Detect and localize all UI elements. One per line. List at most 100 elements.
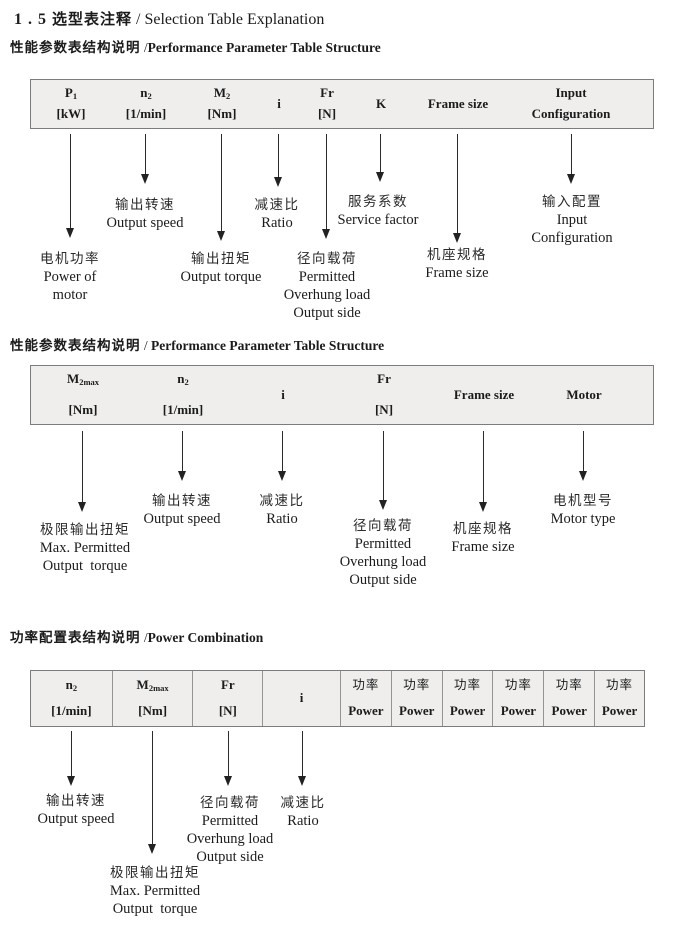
col-unit: [Nm]: [68, 402, 98, 417]
table3-col-power-6: 功率 Power: [595, 671, 644, 726]
callout-ratio: 减速比 Ratio: [255, 196, 300, 232]
arrow-down-input-configuration: [567, 134, 575, 184]
power-zh: 功率: [454, 677, 482, 692]
callout-line: Output torque: [42, 558, 128, 574]
table3-col-power-1: 功率 Power: [341, 671, 392, 726]
callout-line: 电机功率: [40, 251, 100, 267]
callout-line: Permitted: [354, 536, 412, 552]
col-symbol: M2: [213, 85, 231, 102]
col-unit: [1/min]: [51, 703, 92, 718]
callout-line: Output side: [196, 849, 264, 865]
callout-line: Configuration: [531, 230, 613, 246]
table2-col-i: i: [281, 366, 285, 424]
power-zh: 功率: [606, 677, 634, 692]
callout-line: 输出扭矩: [190, 251, 251, 267]
table2-col-n2: n2 [1/min]: [163, 366, 203, 424]
callout-line: 服务系数: [347, 194, 408, 210]
table1-header-row: P1 [kW] n2 [1/min] M2 [Nm] i Fr [N] K Fr…: [30, 79, 654, 129]
power-en: Power: [601, 703, 638, 718]
callout-line: Motor type: [550, 511, 616, 527]
callout-frame-size: 机座规格 Frame size: [425, 246, 488, 282]
power-zh: 功率: [352, 677, 380, 692]
callout-line: 输出转速: [45, 793, 106, 809]
col-symbol: M2max: [136, 677, 169, 694]
callout-line: Permitted: [298, 269, 356, 285]
section1-heading-sep: /: [140, 40, 148, 55]
table3-col-power-5: 功率 Power: [544, 671, 596, 726]
callout-line: Max. Permitted: [109, 883, 201, 899]
callout-line: Frame size: [451, 539, 515, 555]
table3-col-n2: n2 [1/min]: [31, 671, 113, 726]
arrow-down-frame-size: [453, 134, 461, 243]
section3-heading-sep: /: [140, 630, 148, 645]
col-symbol: P1: [64, 85, 78, 102]
callout-line: 径向载荷: [199, 795, 260, 811]
callout-line: 输出转速: [114, 197, 175, 213]
col-symbol: n2: [177, 371, 189, 388]
table1-col-m2: M2 [Nm]: [208, 80, 237, 128]
table2-header-row: M2max [Nm] n2 [1/min] i Fr [N] Frame siz…: [30, 365, 654, 425]
col-unit: Configuration: [531, 106, 611, 121]
col-unit: [1/min]: [162, 402, 204, 417]
col-symbol: i: [277, 95, 281, 111]
callout-line: 减速比: [254, 197, 300, 213]
power-en: Power: [449, 703, 486, 718]
callout-line: Output speed: [37, 811, 115, 827]
callout-line: Input: [556, 212, 588, 228]
callout-line: 极限输出扭矩: [40, 522, 130, 538]
callout-line: 输出转速: [151, 493, 212, 509]
section2-heading-zh: 性能参数表结构说明: [10, 338, 141, 354]
arrow-down-m2max: [148, 731, 156, 854]
table1-col-frame-size: Frame size: [428, 80, 488, 128]
col-symbol: i: [281, 386, 285, 402]
callout-line: 机座规格: [453, 521, 513, 537]
callout-line: Ratio: [287, 813, 319, 829]
callout-frame-size: 机座规格 Frame size: [451, 520, 514, 556]
callout-line: Ratio: [261, 215, 293, 231]
col-symbol: n2: [65, 677, 78, 694]
table3-col-power-2: 功率 Power: [392, 671, 443, 726]
callout-line: Power of: [43, 269, 97, 285]
page-title-en: Selection Table Explanation: [144, 11, 325, 28]
col-unit: [Nm]: [138, 703, 168, 718]
power-zh: 功率: [403, 677, 431, 692]
callout-line: 机座规格: [427, 247, 487, 263]
section2-heading: 性能参数表结构说明 / Performance Parameter Table …: [10, 334, 384, 354]
callout-line: Output side: [349, 572, 417, 588]
power-en: Power: [500, 703, 537, 718]
arrow-down-p1: [66, 134, 74, 238]
callout-motor-type: 电机型号 Motor type: [551, 492, 616, 528]
col-symbol: Frame size: [427, 95, 489, 111]
col-symbol: Motor: [566, 386, 602, 402]
callout-line: Frame size: [425, 265, 489, 281]
callout-line: 电机型号: [553, 493, 613, 509]
table1-col-fr: Fr [N]: [318, 80, 336, 128]
col-unit: [N]: [374, 402, 394, 417]
col-symbol: Fr: [220, 677, 235, 692]
power-zh: 功率: [555, 677, 583, 692]
table3-col-power-3: 功率 Power: [443, 671, 494, 726]
power-en: Power: [399, 703, 435, 718]
col-symbol: Input: [555, 85, 587, 100]
arrow-down-n2: [178, 431, 186, 481]
col-symbol: Fr: [320, 85, 334, 100]
col-unit: [Nm]: [207, 106, 237, 121]
table1-col-i: i: [277, 80, 281, 128]
callout-line: Max. Permitted: [39, 540, 131, 556]
arrow-down-n2: [67, 731, 75, 786]
arrow-down-i: [274, 134, 282, 187]
section2-heading-sep: /: [140, 338, 152, 353]
table2-col-fr: Fr [N]: [375, 366, 393, 424]
callout-line: Overhung load: [186, 831, 274, 847]
table2-col-m2max: M2max [Nm]: [67, 366, 99, 424]
callout-line: 径向载荷: [352, 518, 413, 534]
arrow-down-m2: [217, 134, 225, 241]
callout-line: 径向载荷: [296, 251, 357, 267]
arrow-down-i: [278, 431, 286, 481]
